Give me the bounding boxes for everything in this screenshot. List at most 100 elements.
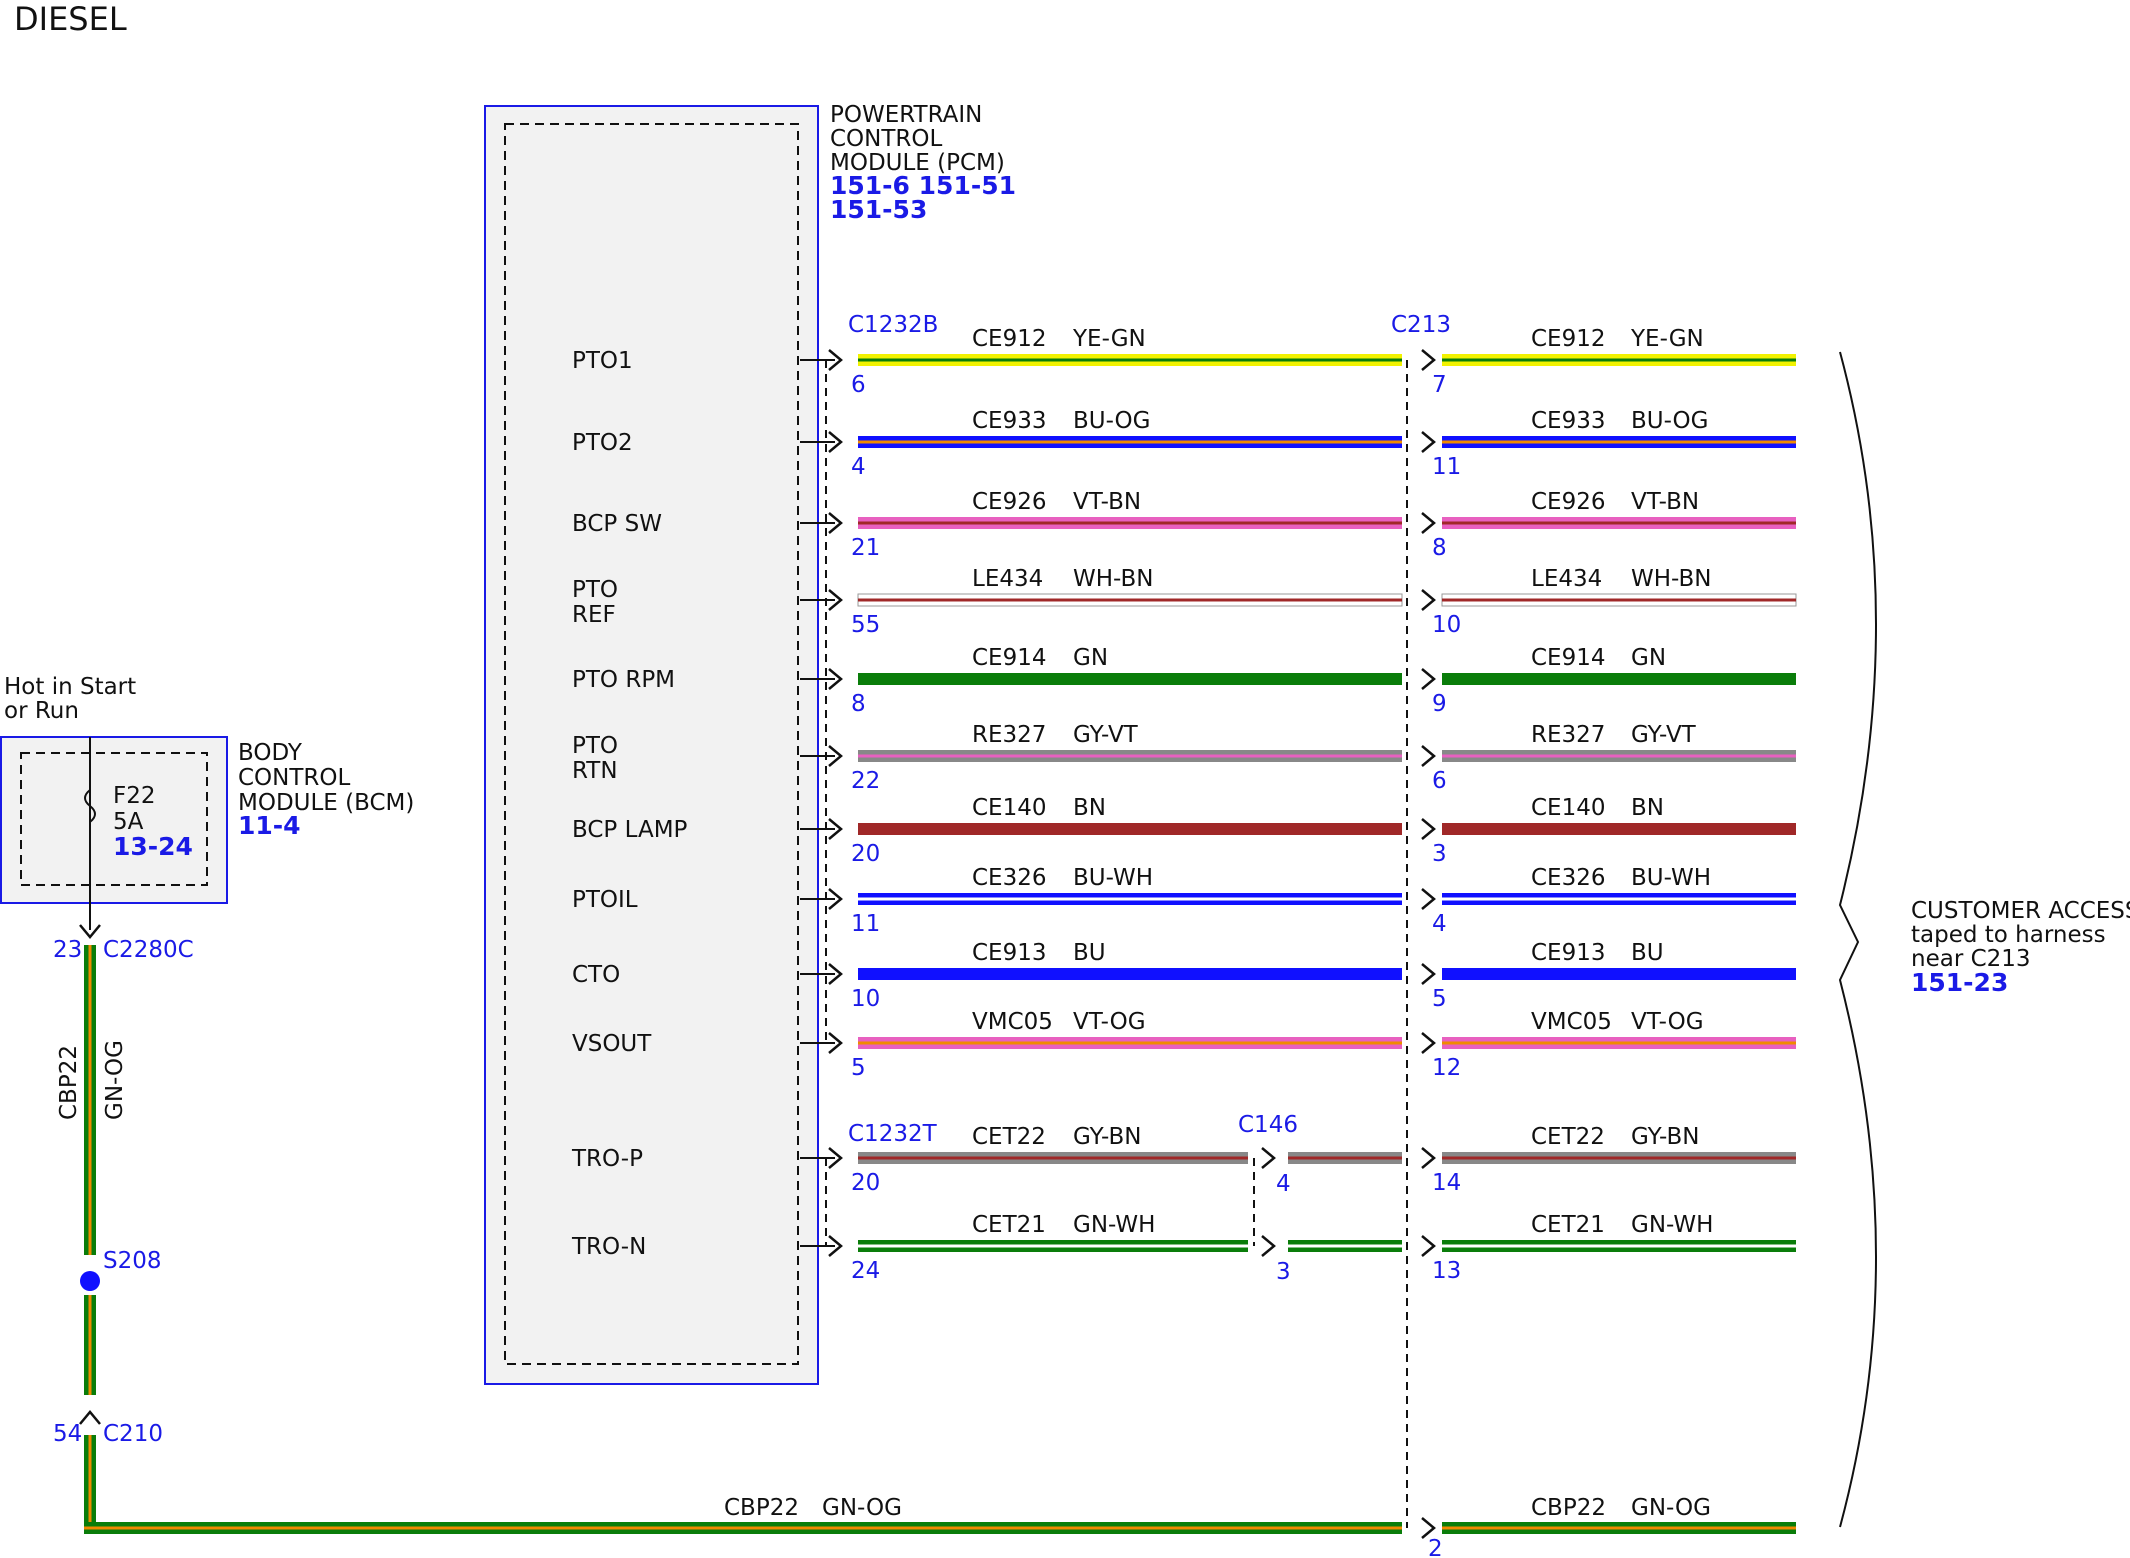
c2280c-arrow [79, 924, 101, 939]
bottom-wire-circuit-right: CBP22 [1531, 1495, 1606, 1521]
pcm-pin: 8 [851, 691, 866, 717]
fuse-rating: 5A [113, 809, 144, 835]
c213-connector-arrow [1421, 668, 1436, 690]
wire-segment-right [1442, 517, 1796, 529]
fuse-ref[interactable]: 13-24 [113, 832, 193, 861]
signal-name: TRO-N [571, 1234, 646, 1260]
connector-c213: C213 [1391, 312, 1451, 338]
signal-name-line-1: PTO [572, 733, 618, 759]
signal-name: VSOUT [572, 1031, 652, 1057]
wire-circuit: CE326 [972, 865, 1047, 891]
wire-color: BU [1073, 940, 1106, 966]
wire-color-right: GY-VT [1631, 722, 1697, 748]
wire-circuit-right: CE933 [1531, 408, 1606, 434]
signal-name: PTOIL [572, 887, 638, 913]
pcm-refs-1[interactable]: 151-6 151-51 [830, 171, 1016, 200]
wire-circuit-right: CE914 [1531, 645, 1606, 671]
bcm-module[interactable] [0, 736, 228, 904]
c213-pin: 8 [1432, 535, 1447, 561]
wire-color-right: BU-OG [1631, 408, 1708, 434]
c213-pin: 12 [1432, 1055, 1461, 1081]
wire-color-right: BN [1631, 795, 1664, 821]
wire-circuit-right: CE912 [1531, 326, 1606, 352]
wire-color: BU-WH [1073, 865, 1153, 891]
wire-segment-right [1442, 968, 1796, 980]
wire-segment-a [858, 823, 1402, 835]
c213-connector-arrow [1421, 745, 1436, 767]
pcm-pin: 10 [851, 986, 880, 1012]
c146-pin: 4 [1276, 1171, 1291, 1197]
wire-color-right: GN-WH [1631, 1212, 1713, 1238]
c210-pin: 54 [53, 1421, 82, 1447]
c213-connector-arrow [1421, 818, 1436, 840]
pcm-refs-2[interactable]: 151-53 [830, 195, 927, 224]
wire-segment-right [1442, 823, 1796, 835]
wire-segment-a [858, 1152, 1248, 1164]
pcm-pin: 24 [851, 1258, 880, 1284]
wire-segment-a [858, 893, 1402, 905]
wire-circuit: CET21 [972, 1212, 1046, 1238]
customer-access-ref[interactable]: 151-23 [1911, 968, 2008, 997]
pcm-name-line-1: POWERTRAIN [830, 102, 982, 128]
c213-connector-arrow [1421, 1235, 1436, 1257]
wire-segment-a [857, 593, 1403, 607]
wire-circuit: CE926 [972, 489, 1047, 515]
wire-circuit: CE140 [972, 795, 1047, 821]
pcm-pin: 21 [851, 535, 880, 561]
c213-pin: 9 [1432, 691, 1447, 717]
c213-connector-arrow [1421, 1147, 1436, 1169]
signal-name: PTO RPM [572, 667, 675, 693]
bottom-wire-color-right: GN-OG [1631, 1495, 1711, 1521]
splice-s208[interactable] [80, 1271, 100, 1291]
signal-name: PTO1 [572, 348, 633, 374]
wire-color-right: VT-OG [1631, 1009, 1704, 1035]
pcm-name-line-2: CONTROL [830, 126, 943, 152]
wire-color-right: BU [1631, 940, 1664, 966]
connector-c1232t: C1232T [848, 1121, 938, 1147]
wire-color: GY-VT [1073, 722, 1139, 748]
signal-name-line-2: RTN [572, 758, 618, 784]
pcm-pin: 11 [851, 911, 880, 937]
c213-pin: 4 [1432, 911, 1447, 937]
wire-segment-a [858, 436, 1402, 448]
wire-color: GY-BN [1073, 1124, 1141, 1150]
wire-segment-right [1441, 593, 1797, 607]
power-source-line-1: Hot in Start [4, 674, 136, 700]
pcm-connector-arrow [828, 888, 843, 910]
c213-pin: 7 [1432, 372, 1447, 398]
wire-segment-right [1442, 893, 1796, 905]
bcm-wire-mid [84, 1295, 96, 1395]
pcm-connector-arrow [828, 745, 843, 767]
wire-circuit: LE434 [972, 566, 1043, 592]
pcm-module[interactable] [484, 105, 819, 1385]
bcm-name-line-2: CONTROL [238, 765, 351, 791]
wire-segment-b [1288, 1240, 1402, 1252]
wire-segment-right [1442, 1037, 1796, 1049]
bcm-wire-lower [84, 1435, 96, 1528]
bcm-wire-circuit: CBP22 [56, 1045, 82, 1120]
wire-circuit-right: CE926 [1531, 489, 1606, 515]
wire-color-right: GN [1631, 645, 1666, 671]
c213-connector-arrow [1421, 349, 1436, 371]
wire-circuit-right: LE434 [1531, 566, 1602, 592]
bcm-ref[interactable]: 11-4 [238, 811, 301, 840]
c146-connector-arrow [1261, 1147, 1276, 1169]
c213-connector-arrow [1421, 589, 1436, 611]
wire-circuit-right: CET21 [1531, 1212, 1605, 1238]
wire-color-right: BU-WH [1631, 865, 1711, 891]
pcm-pin: 20 [851, 841, 880, 867]
wire-segment-right [1442, 673, 1796, 685]
pcm-connector-arrow [828, 963, 843, 985]
c213-pin: 13 [1432, 1258, 1461, 1284]
wire-circuit-right: CE140 [1531, 795, 1606, 821]
